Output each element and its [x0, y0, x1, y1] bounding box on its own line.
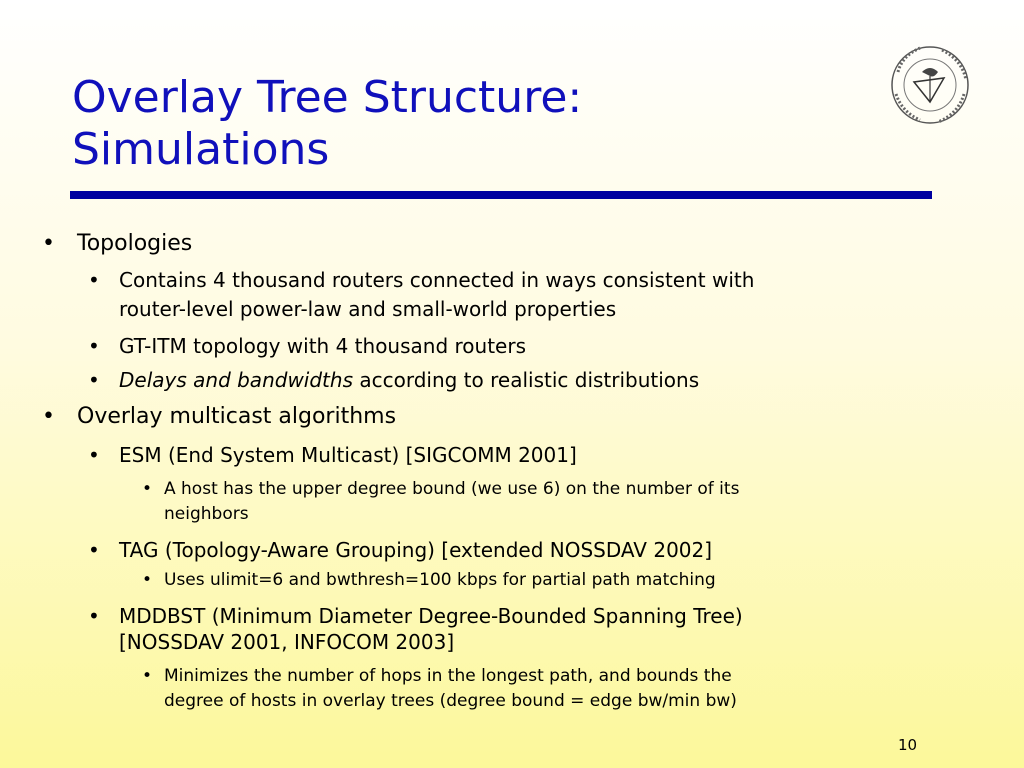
- tag-sub: Uses ulimit=6 and bwthresh=100 kbps for …: [164, 570, 716, 590]
- bullet-marker: •: [142, 479, 153, 499]
- bullet-marker: •: [42, 231, 55, 256]
- mddbst-label-line2: [NOSSDAV 2001, INFOCOM 2003]: [119, 630, 455, 654]
- bullet-marker: •: [88, 443, 100, 467]
- page-number: 10: [898, 736, 918, 754]
- bullet-marker: •: [88, 334, 100, 358]
- topology-item-delays-rest: according to realistic distributions: [352, 368, 700, 392]
- mddbst-label-line1: MDDBST (Minimum Diameter Degree-Bounded …: [119, 604, 743, 628]
- bullet-marker: •: [142, 666, 153, 686]
- bullet-marker: •: [142, 570, 153, 590]
- topology-item-delays-italic: Delays and bandwidths: [119, 368, 353, 392]
- bullet-marker: •: [88, 604, 100, 628]
- algorithms-heading: Overlay multicast algorithms: [77, 404, 397, 429]
- tag-label: TAG (Topology-Aware Grouping) [extended …: [119, 538, 713, 562]
- mddbst-sub-line2: degree of hosts in overlay trees (degree…: [164, 691, 737, 711]
- esm-sub-line2: neighbors: [164, 504, 249, 524]
- bullet-marker: •: [42, 404, 55, 429]
- topology-item-delays: Delays and bandwidths according to reali…: [119, 366, 699, 394]
- slide-title: Overlay Tree Structure: Simulations: [72, 72, 872, 176]
- topology-item-gtitm: GT-ITM topology with 4 thousand routers: [119, 334, 526, 358]
- bullet-marker: •: [88, 268, 100, 292]
- topologies-heading: Topologies: [77, 231, 193, 256]
- esm-label: ESM (End System Multicast) [SIGCOMM 2001…: [119, 443, 577, 467]
- topology-item-routers-line1: Contains 4 thousand routers connected in…: [119, 268, 755, 292]
- esm-sub-line1: A host has the upper degree bound (we us…: [164, 479, 740, 499]
- title-divider: [70, 191, 932, 199]
- slide-title-line1: Overlay Tree Structure:: [72, 72, 583, 123]
- university-seal-logo: [891, 46, 969, 124]
- mddbst-sub-line1: Minimizes the number of hops in the long…: [164, 666, 732, 686]
- bullet-marker: •: [88, 368, 100, 392]
- slide-title-line2: Simulations: [72, 124, 330, 175]
- bullet-marker: •: [88, 538, 100, 562]
- topology-item-routers-line2: router-level power-law and small-world p…: [119, 297, 617, 321]
